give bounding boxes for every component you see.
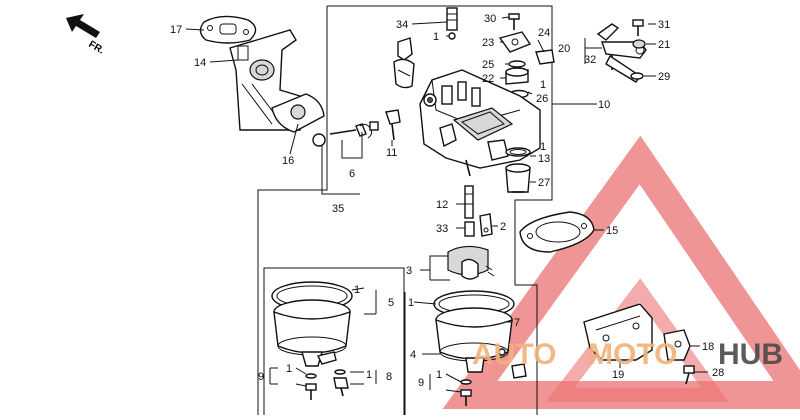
front-direction-label: FR. — [87, 39, 107, 57]
part-20-choke-lever-set — [596, 19, 647, 83]
callout-19: 19 — [612, 369, 624, 381]
part-18-clamp — [663, 329, 691, 361]
callout-1-oring: 1 — [540, 141, 546, 153]
callout-7: 7 — [514, 317, 520, 329]
callout-3: 3 — [406, 265, 412, 277]
callout-23: 23 — [482, 37, 494, 49]
wordmark-hub: HUB — [718, 338, 783, 371]
part-25-washer — [508, 60, 526, 68]
callout-2: 2 — [500, 221, 506, 233]
callout-12: 12 — [436, 199, 448, 211]
part-22-diaphragm — [505, 67, 529, 85]
part-27-solenoid-seat — [505, 163, 531, 193]
right-drain-bolts — [460, 348, 527, 406]
callout-4: 4 — [410, 349, 416, 361]
front-direction-arrow: FR. — [66, 14, 106, 57]
callout-32: 32 — [584, 54, 596, 66]
callout-34: 34 — [396, 19, 408, 31]
callout-27: 27 — [538, 177, 550, 189]
part-3-float — [447, 245, 495, 280]
callout-11: 11 — [386, 147, 397, 159]
callout-9-left: 9 — [258, 371, 264, 383]
callout-28: 28 — [712, 367, 724, 379]
part-23-cover — [498, 31, 532, 53]
automotohub-wordmark: AUTO MOTO HUB — [472, 338, 783, 371]
callout-22: 22 — [482, 73, 494, 85]
callout-25: 25 — [482, 59, 494, 71]
callout-1-clip: 1 — [433, 31, 439, 43]
part-11-screw — [385, 109, 401, 141]
left-float-bowl — [271, 281, 353, 367]
part-13-oring — [505, 147, 531, 157]
callout-13: 13 — [538, 153, 550, 165]
part-19-bracket — [583, 303, 653, 361]
callout-29: 29 — [658, 71, 670, 83]
right-float-bowl — [433, 290, 515, 373]
part-12-main-nozzle — [464, 185, 474, 219]
part-17-gasket — [199, 15, 257, 44]
callout-18: 18 — [702, 341, 714, 353]
callout-leaders — [185, 16, 708, 393]
callout-6: 6 — [349, 168, 355, 180]
callout-16: 16 — [282, 155, 294, 167]
wordmark-moto: MOTO — [588, 338, 677, 371]
callout-30: 30 — [484, 13, 496, 25]
callout-1-washer: 1 — [540, 79, 546, 91]
callout-35: 35 — [332, 203, 344, 215]
callout-31: 31 — [658, 19, 670, 31]
callout-26: 26 — [536, 93, 548, 105]
callout-17: 17 — [170, 24, 182, 36]
callout-5: 5 — [388, 297, 394, 309]
callout-1-right-gasket: 1 — [408, 297, 414, 309]
callout-1-left-washer-b: 1 — [366, 369, 372, 381]
callout-8: 8 — [386, 371, 392, 383]
callout-15: 15 — [606, 225, 618, 237]
left-drain-bolts — [305, 369, 349, 400]
part-34-float-needle — [446, 7, 458, 40]
part-16-gasket — [271, 93, 325, 133]
callout-24: 24 — [538, 27, 550, 39]
callout-21: 21 — [658, 39, 670, 51]
part-6-pilot-screw-set — [312, 121, 379, 147]
part-33-main-jet — [464, 221, 475, 237]
wordmark-auto: AUTO — [472, 338, 556, 371]
callout-1-left-gasket: 1 — [354, 284, 360, 296]
part-2-float-pin — [479, 213, 493, 237]
part-28-bolt — [683, 365, 695, 385]
callout-33: 33 — [436, 223, 448, 235]
callout-14: 14 — [194, 57, 206, 69]
callout-1-left-washer: 1 — [286, 363, 292, 375]
callout-10: 10 — [598, 99, 610, 111]
part-30-screw — [508, 13, 520, 30]
callout-1-right-washer: 1 — [436, 369, 442, 381]
callout-9-right: 9 — [418, 377, 424, 389]
callout-20: 20 — [558, 43, 570, 55]
callout-labels: 17 14 16 6 35 34 1 30 23 24 25 22 1 26 1… — [170, 13, 724, 389]
choke-linkage — [393, 37, 415, 89]
part-24-cap — [535, 49, 555, 65]
carburetor-body — [419, 69, 541, 177]
